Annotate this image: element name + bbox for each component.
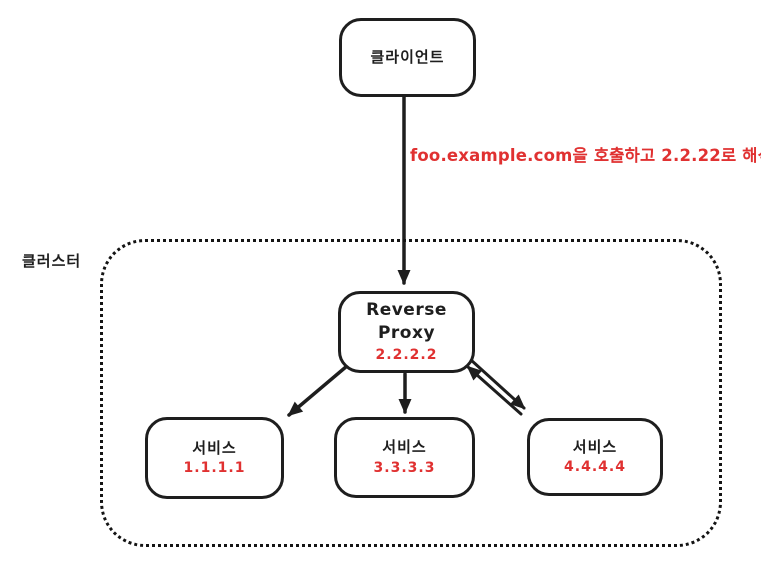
dns-resolution-annotation: foo.example.com을 호출하고 2.2.22로 해석됨 <box>410 146 761 165</box>
service-node-2: 서비스 3.3.3.3 <box>334 417 475 498</box>
service3-label: 서비스 <box>572 437 618 456</box>
service-node-3: 서비스 4.4.4.4 <box>527 418 663 496</box>
reverse-proxy-ip: 2.2.2.2 <box>375 346 438 363</box>
reverse-proxy-node: Reverse Proxy 2.2.2.2 <box>338 291 475 373</box>
service1-label: 서비스 <box>192 438 237 457</box>
reverse-proxy-label-line2: Proxy <box>377 323 436 344</box>
reverse-proxy-label-line1: Reverse <box>366 300 447 321</box>
cluster-label: 클러스터 <box>22 252 82 270</box>
service2-ip: 3.3.3.3 <box>373 459 436 476</box>
service2-label: 서비스 <box>382 438 427 457</box>
client-node: 클라이언트 <box>339 18 476 97</box>
client-label: 클라이언트 <box>370 48 445 67</box>
cluster-boundary <box>100 239 722 547</box>
service-node-1: 서비스 1.1.1.1 <box>145 417 284 499</box>
service1-ip: 1.1.1.1 <box>183 460 246 477</box>
service3-ip: 4.4.4.4 <box>564 459 626 476</box>
